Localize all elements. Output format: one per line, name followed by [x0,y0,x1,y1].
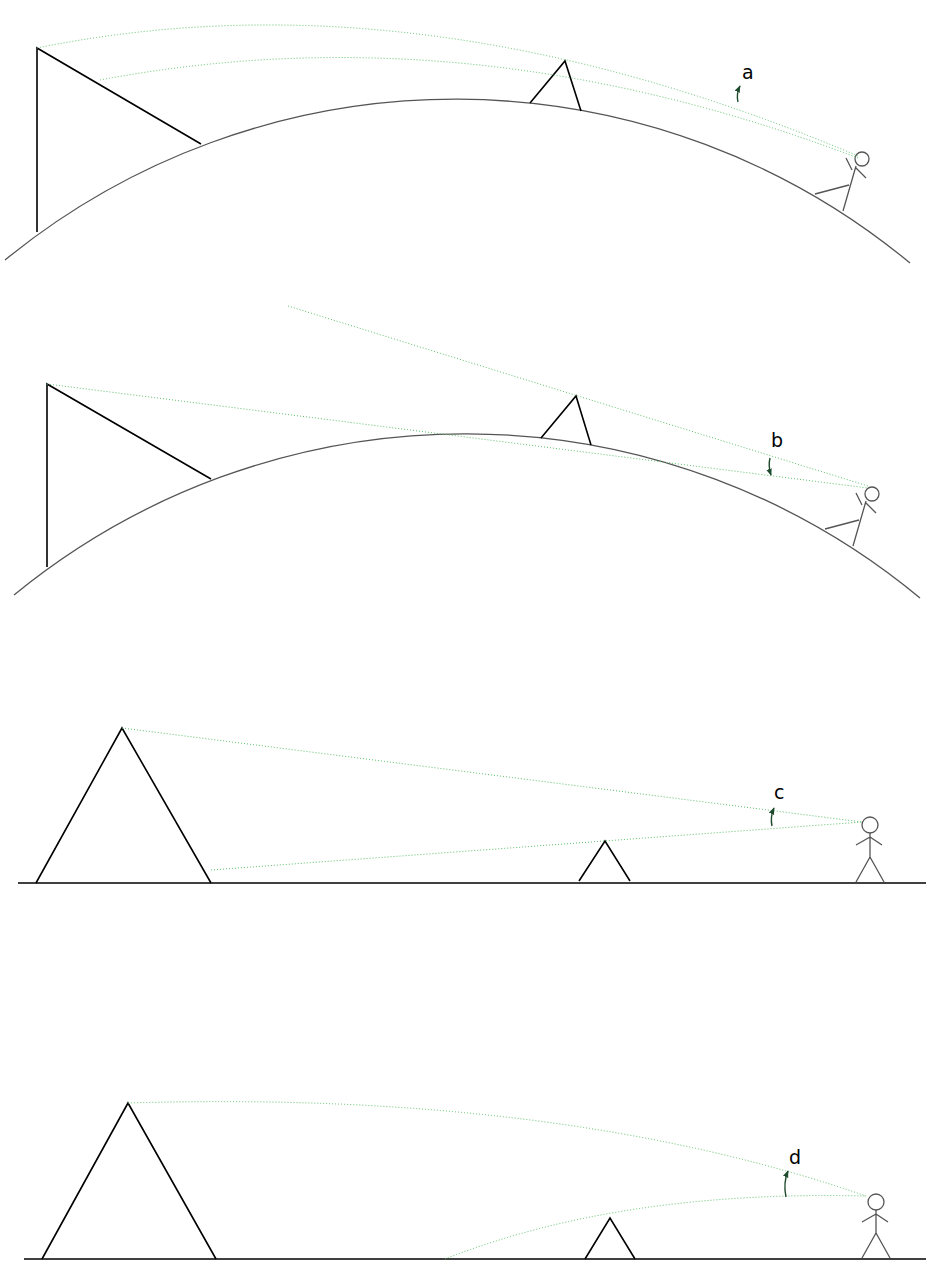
angle-label: b [771,431,783,450]
near-hill [541,396,591,445]
panel-curved-refraction [5,25,910,263]
observer [815,152,869,211]
sight-line [47,384,868,488]
flat-ground [24,1258,926,1259]
sight-line [100,58,858,158]
observer [825,487,879,546]
angle-arrow [785,1171,788,1197]
label-slot: b [771,431,783,450]
sight-line [128,1102,866,1196]
far-mountain [36,728,211,883]
flat-ground [18,882,926,883]
sight-line [37,25,858,156]
panel-curved-straight [14,306,920,598]
angle-label: c [774,783,784,802]
far-mountain [42,1103,216,1259]
earth-curve [14,434,920,598]
angle-label: a [742,63,754,82]
angle-label: d [789,1148,801,1167]
near-hill [530,61,581,111]
sight-line [445,1196,866,1259]
label-slot: a [742,63,754,82]
label-slot: d [789,1148,801,1167]
angle-arrow [771,808,774,826]
panel-flat-refraction [24,1102,926,1259]
angle-arrow [769,458,771,475]
angle-arrow [737,86,740,102]
sight-line [211,822,862,870]
sight-line [122,728,862,822]
earth-curve [5,99,910,263]
panel-flat-straight [18,728,926,883]
observer [856,817,884,882]
label-slot: c [774,783,784,802]
far-mountain [47,384,211,567]
near-hill [579,841,630,881]
sight-line [288,306,868,486]
far-mountain [37,48,201,232]
observer [862,1194,890,1258]
near-hill [585,1218,635,1259]
